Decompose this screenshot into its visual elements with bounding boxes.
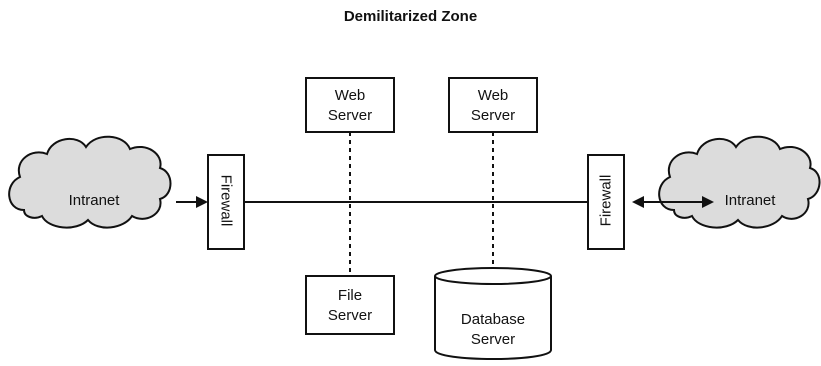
left-arrow: [176, 196, 208, 208]
web-server-2-line-2: Server: [470, 107, 516, 124]
web-server-1-box: [305, 77, 395, 133]
file-server-line-1: File: [337, 287, 363, 304]
database-server-line-2: Server: [470, 331, 516, 348]
database-server-label: Database Server: [435, 310, 551, 350]
web-server-1-line-2: Server: [327, 107, 373, 124]
right-intranet-label: Intranet: [724, 192, 776, 209]
left-intranet-label: Intranet: [68, 192, 120, 209]
left-firewall-box: [207, 154, 245, 250]
web-server-2-line-1: Web: [477, 87, 509, 104]
file-server-box: [305, 275, 395, 335]
web-server-2-label: Web Server: [449, 86, 537, 126]
web-server-1-label: Web Server: [306, 86, 394, 126]
right-intranet-cloud: [658, 135, 821, 229]
right-double-arrow: [632, 196, 714, 208]
database-server-line-1: Database: [460, 311, 526, 328]
web-server-2-box: [448, 77, 538, 133]
left-intranet-cloud: [8, 135, 172, 229]
file-server-line-2: Server: [327, 307, 373, 324]
right-firewall-box: [587, 154, 625, 250]
left-firewall-label: Firewall: [217, 174, 235, 227]
web-server-1-line-1: Web: [334, 87, 366, 104]
file-server-label: File Server: [306, 286, 394, 326]
diagram-title: Demilitarized Zone: [343, 8, 478, 25]
database-server-cylinder: [434, 267, 552, 360]
right-firewall-label: Firewall: [597, 174, 615, 227]
